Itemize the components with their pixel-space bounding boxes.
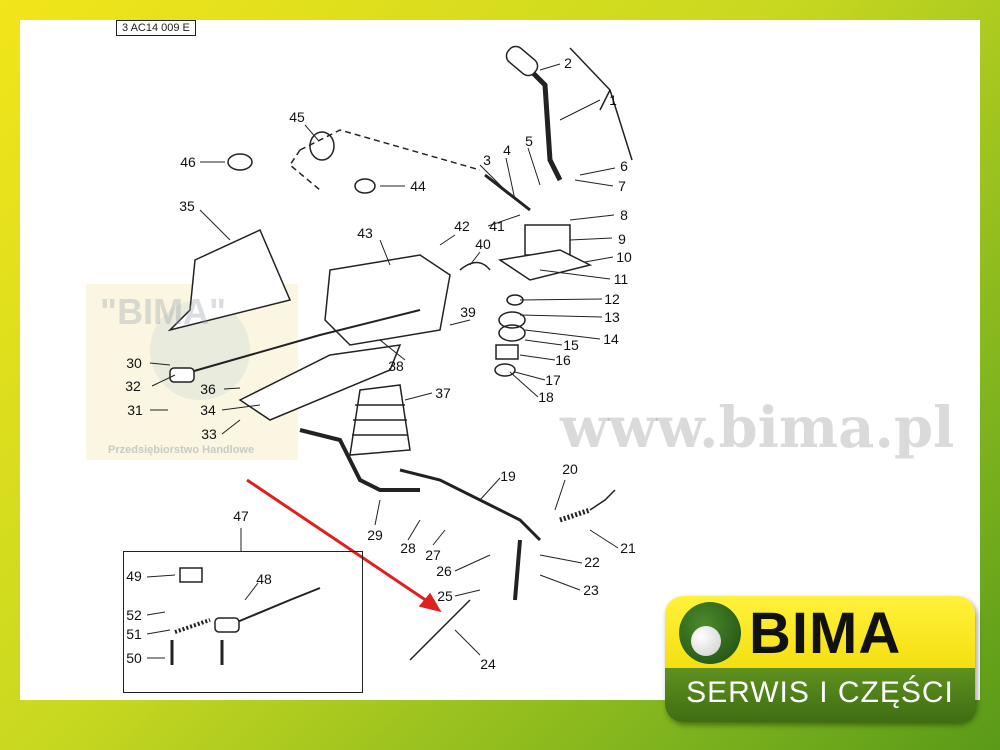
logo-name: BIMA [749, 601, 902, 666]
callout: 44 [410, 178, 426, 194]
callout: 10 [616, 249, 632, 265]
callout: 17 [545, 372, 561, 388]
callout: 2 [564, 55, 572, 71]
callout: 40 [475, 236, 491, 252]
callout: 41 [489, 218, 505, 234]
bima-logo: BIMA SERWIS I CZĘŚCI [665, 596, 975, 722]
callout: 15 [563, 337, 579, 353]
gear-lever [518, 58, 563, 182]
callout: 5 [525, 133, 533, 149]
clip-40 [459, 261, 491, 271]
callout: 51 [126, 626, 142, 642]
floor-outline [289, 129, 481, 191]
callout: 47 [233, 508, 249, 524]
drawing-code: 3 AC14 009 E [116, 20, 196, 36]
callout: 46 [180, 154, 196, 170]
callout: 32 [125, 378, 141, 394]
shaft-19 [399, 468, 542, 542]
grommet-44 [354, 178, 376, 194]
callout: 43 [357, 225, 373, 241]
callout: 39 [460, 304, 476, 320]
red-arrow-head [418, 592, 442, 613]
logo-tagline: SERWIS I CZĘŚCI [686, 676, 954, 709]
callout: 49 [126, 568, 142, 584]
washer-15 [498, 324, 526, 342]
callout: 33 [201, 426, 217, 442]
callout: 24 [480, 656, 496, 672]
callout: 31 [127, 402, 143, 418]
callout: 23 [583, 582, 599, 598]
cable-end-32 [169, 367, 195, 383]
callout: 8 [620, 207, 628, 223]
washer-14 [498, 311, 526, 329]
diagram-panel [20, 20, 980, 700]
callout: 13 [604, 309, 620, 325]
callout: 19 [500, 468, 516, 484]
callout: 28 [400, 540, 416, 556]
callout: 27 [425, 547, 441, 563]
bracket-34 [238, 344, 402, 421]
watermark-url: www.bima.pl [560, 395, 955, 461]
callout: 48 [256, 571, 272, 587]
washer-18 [494, 363, 516, 377]
cable-32 [179, 309, 421, 376]
lever-plate [498, 249, 593, 281]
callout: 14 [603, 331, 619, 347]
lever-base [524, 224, 571, 256]
callout: 18 [538, 389, 554, 405]
callout: 25 [437, 588, 453, 604]
callout: 50 [126, 650, 142, 666]
logo-ball-highlight-icon [691, 626, 721, 656]
watermark-company: Przedsiębiorstwo Handlowe [108, 444, 255, 456]
nut-16 [495, 344, 519, 360]
callout: 30 [126, 355, 142, 371]
callout: 36 [200, 381, 216, 397]
hook-20 [589, 489, 616, 511]
callout: 16 [555, 352, 571, 368]
callout: 4 [503, 142, 511, 158]
callout: 12 [604, 291, 620, 307]
spring-21 [559, 507, 591, 523]
callout: 52 [126, 607, 142, 623]
red-arrow [246, 478, 431, 605]
watermark-brand: "BIMA" [100, 291, 227, 332]
callout: 35 [179, 198, 195, 214]
callout: 6 [620, 158, 628, 174]
inset-kit-47-box [123, 551, 363, 693]
callout: 21 [620, 540, 636, 556]
arm-23 [513, 539, 522, 601]
callout: 42 [454, 218, 470, 234]
plate-35 [167, 228, 292, 332]
inset-clevis [214, 617, 240, 633]
callout: 29 [367, 527, 383, 543]
callout: 45 [289, 109, 305, 125]
cable-24 [409, 599, 471, 661]
plug-46 [227, 153, 253, 171]
callout: 7 [618, 178, 626, 194]
callout: 26 [436, 563, 452, 579]
inset-cable-48 [229, 587, 321, 626]
callout: 3 [483, 152, 491, 168]
logo-bottom-band [665, 668, 975, 722]
grommet-45 [309, 131, 335, 161]
inset-plate-49 [179, 567, 203, 583]
bracket-1 [569, 47, 633, 161]
lever-knob [505, 45, 539, 77]
callout: 11 [613, 271, 629, 287]
callout: 37 [435, 385, 451, 401]
callout: 34 [200, 402, 216, 418]
callout: 38 [388, 358, 404, 374]
leader-lines [146, 63, 619, 659]
callout: 1 [609, 92, 617, 108]
pedal-lever [299, 428, 420, 492]
callout: 20 [562, 461, 578, 477]
callout: 22 [584, 554, 600, 570]
housing-43 [324, 254, 451, 346]
callout: 9 [618, 231, 626, 247]
